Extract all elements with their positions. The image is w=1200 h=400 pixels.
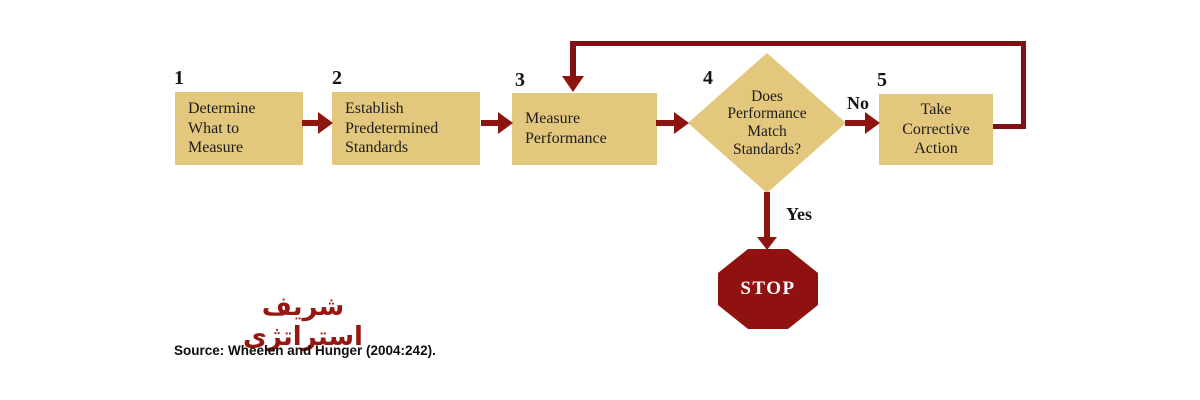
process-box-take-corrective-action: Take Corrective Action [879, 94, 993, 165]
step-number-1: 1 [174, 67, 184, 89]
flow-arrow-decision-to-step5 [845, 112, 880, 134]
feedback-loop-right-segment [1021, 41, 1026, 129]
branch-label-yes: Yes [786, 204, 812, 224]
source-citation: Source: Wheelen and Hunger (2004:242). [174, 343, 436, 358]
step-number-3: 3 [515, 69, 525, 91]
yes-arrow-head-icon [757, 237, 777, 250]
flow-arrow-step1-to-step2 [302, 112, 333, 134]
step-number-4: 4 [703, 67, 713, 89]
arrow-shaft [481, 120, 500, 126]
arrow-shaft [845, 120, 867, 126]
feedback-loop-drop-shaft [570, 43, 576, 78]
process-box-determine-what-to-measure: Determine What to Measure [175, 92, 303, 165]
process-box-measure-performance: Measure Performance [512, 93, 657, 165]
step-number-2: 2 [332, 67, 342, 89]
yes-arrow-shaft [764, 192, 770, 239]
step-number-5: 5 [877, 69, 887, 91]
feedback-loop-bottom-segment [993, 124, 1026, 129]
arrow-shaft [656, 120, 676, 126]
branch-label-no: No [847, 93, 869, 113]
stop-octagon: STOP [718, 249, 818, 329]
arrow-head-icon [498, 112, 513, 134]
arrow-head-icon [865, 112, 880, 134]
feedback-loop-arrow-head-icon [562, 76, 584, 92]
flow-arrow-step3-to-decision [656, 112, 689, 134]
feedback-loop-top-segment [570, 41, 1026, 46]
arrow-shaft [302, 120, 320, 126]
watermark-persian-text: شریف استراتژی [243, 292, 363, 352]
flow-arrow-step2-to-step3 [481, 112, 513, 134]
process-box-establish-predetermined-standards: Establish Predetermined Standards [332, 92, 480, 165]
arrow-head-icon [674, 112, 689, 134]
arrow-head-icon [318, 112, 333, 134]
